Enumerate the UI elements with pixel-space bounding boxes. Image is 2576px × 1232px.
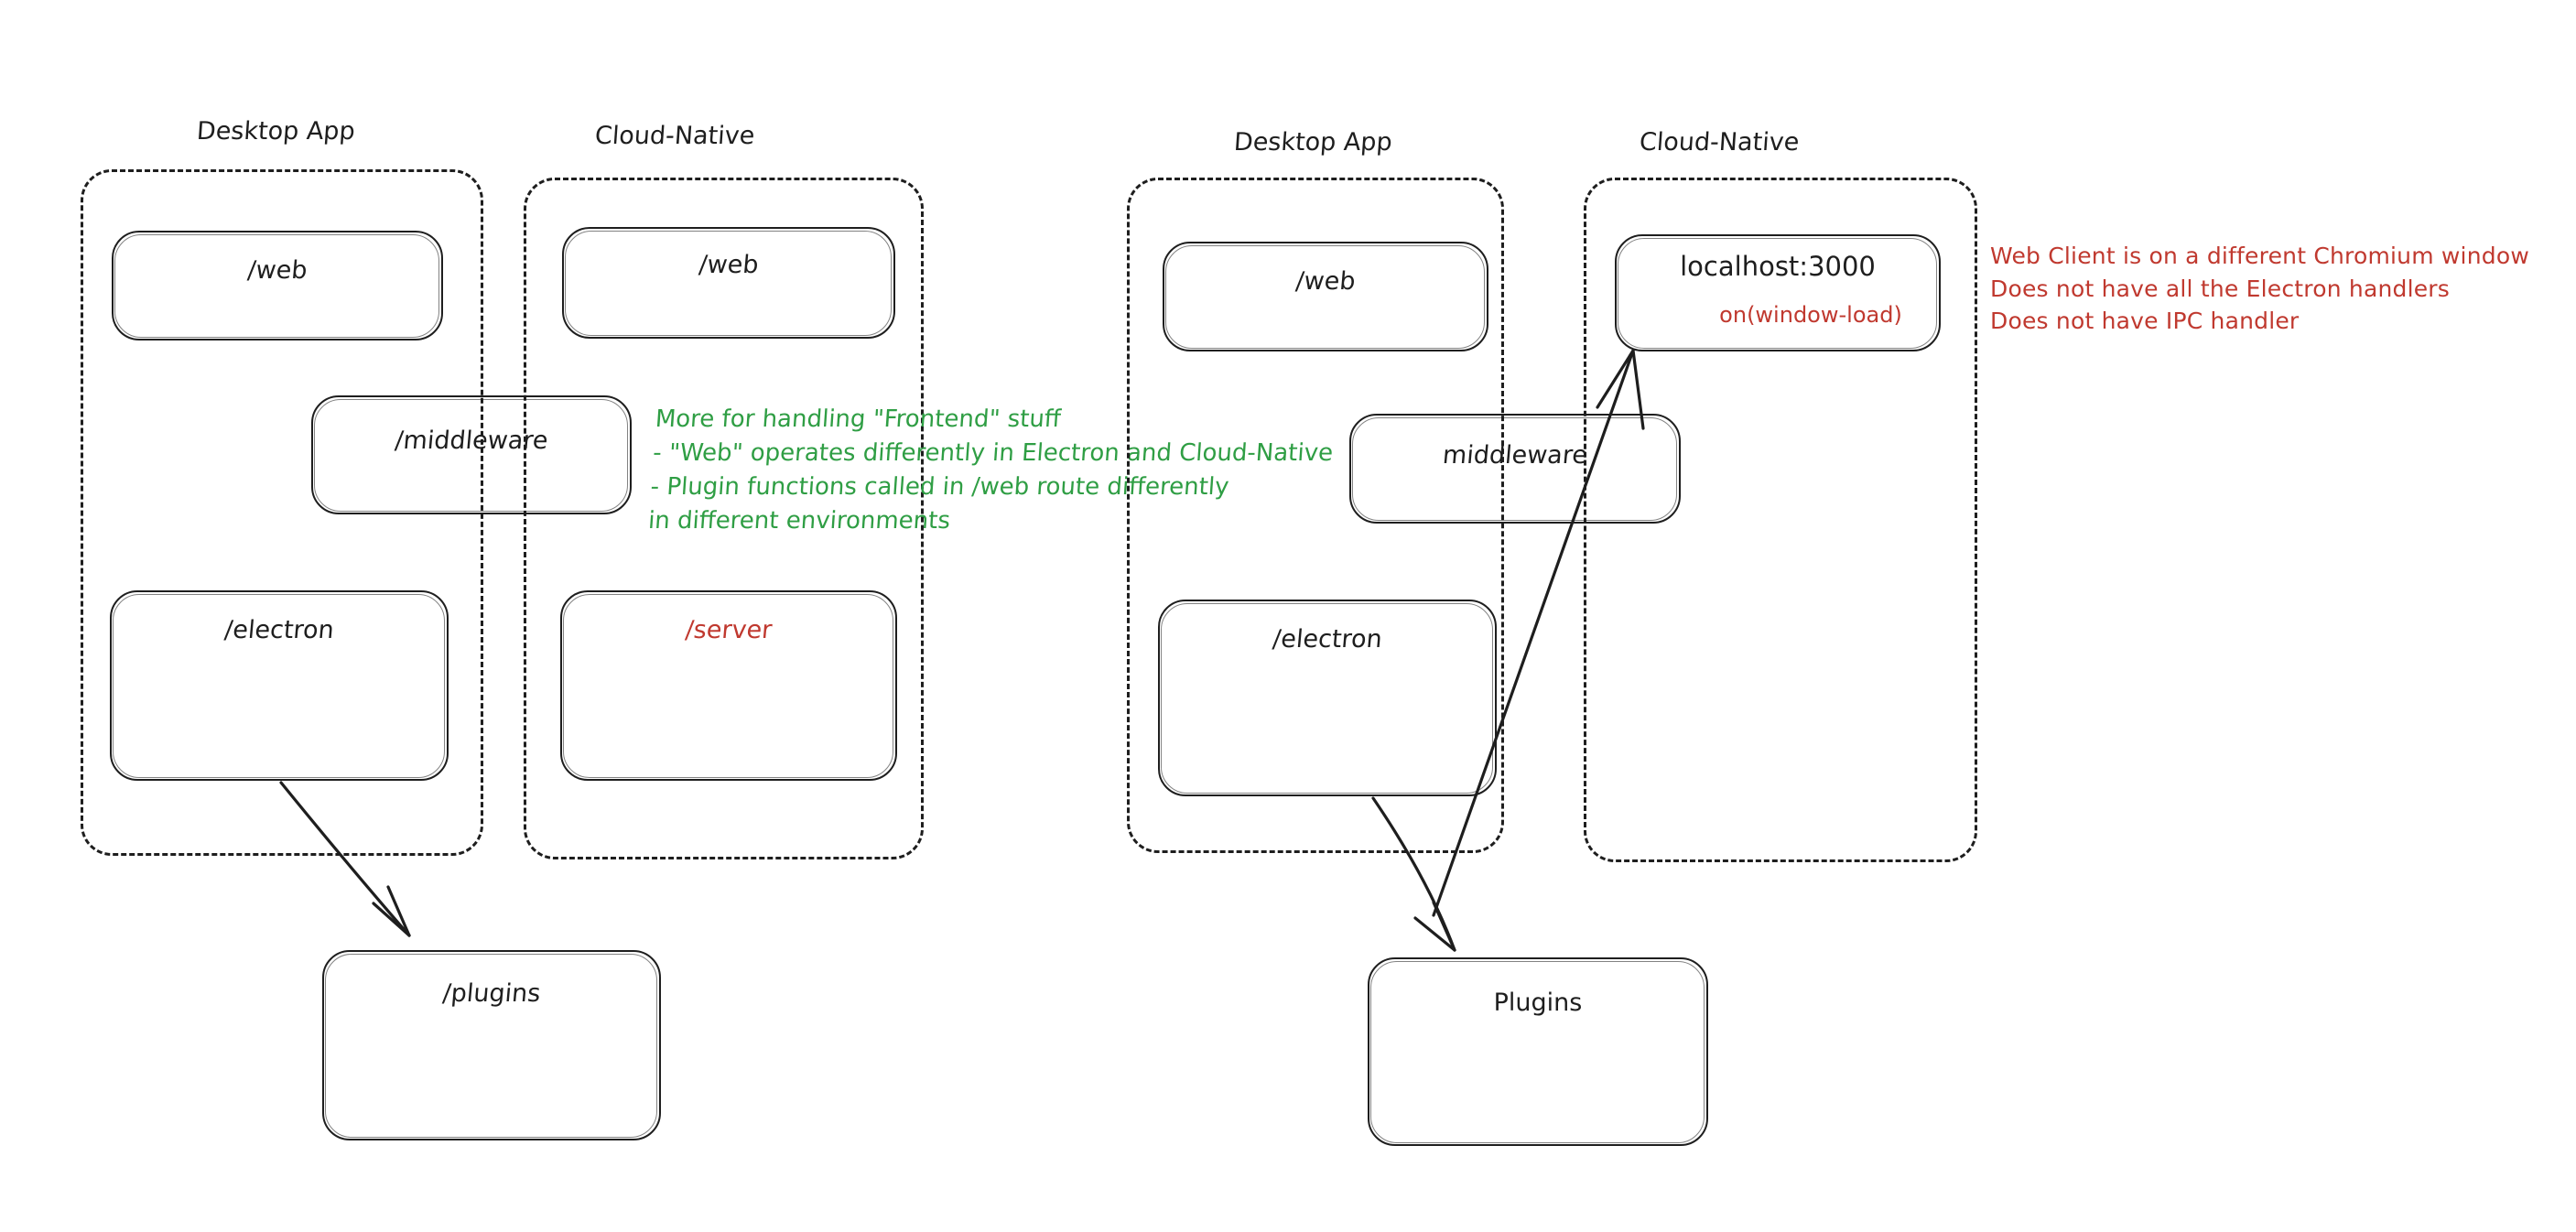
node-left-plugins[interactable]: /plugins [322, 950, 661, 1140]
node-left-electron-label: /electron [222, 616, 336, 644]
group-label-left-desktop-app: Desktop App [195, 117, 356, 146]
node-right-middleware-label: middleware [1441, 441, 1589, 470]
node-right-electron[interactable]: /electron [1158, 600, 1497, 796]
group-label-right-cloud-native: Cloud-Native [1638, 128, 1801, 157]
group-label-right-desktop-app: Desktop App [1232, 128, 1393, 157]
node-left-server-label: /server [684, 616, 774, 644]
node-left-web[interactable]: /web [112, 231, 443, 340]
node-right-middleware[interactable]: middleware [1349, 414, 1681, 524]
node-left-electron[interactable]: /electron [110, 590, 449, 781]
node-left-web-cloud[interactable]: /web [562, 227, 895, 339]
node-left-server[interactable]: /server [560, 590, 897, 781]
node-right-electron-label: /electron [1271, 625, 1384, 654]
node-right-plugins[interactable]: Plugins [1368, 957, 1708, 1146]
node-right-web[interactable]: /web [1163, 242, 1488, 351]
group-left-cloud-native[interactable] [524, 178, 924, 859]
node-right-localhost-sublabel: on(window-load) [1719, 302, 1902, 328]
node-left-middleware[interactable]: /middleware [311, 395, 632, 514]
node-right-localhost-label: localhost:3000 [1680, 251, 1876, 282]
node-right-plugins-label: Plugins [1493, 989, 1583, 1017]
node-left-plugins-label: /plugins [441, 979, 542, 1008]
group-label-left-cloud-native: Cloud-Native [593, 122, 756, 150]
node-right-web-label: /web [1294, 267, 1357, 296]
node-left-web-label: /web [246, 256, 308, 285]
node-left-web-cloud-label: /web [698, 251, 760, 279]
node-right-localhost[interactable]: localhost:3000 on(window-load) [1615, 234, 1941, 351]
annotation-red-note: Web Client is on a different Chromium wi… [1990, 243, 2529, 334]
node-left-middleware-label: /middleware [394, 427, 549, 455]
